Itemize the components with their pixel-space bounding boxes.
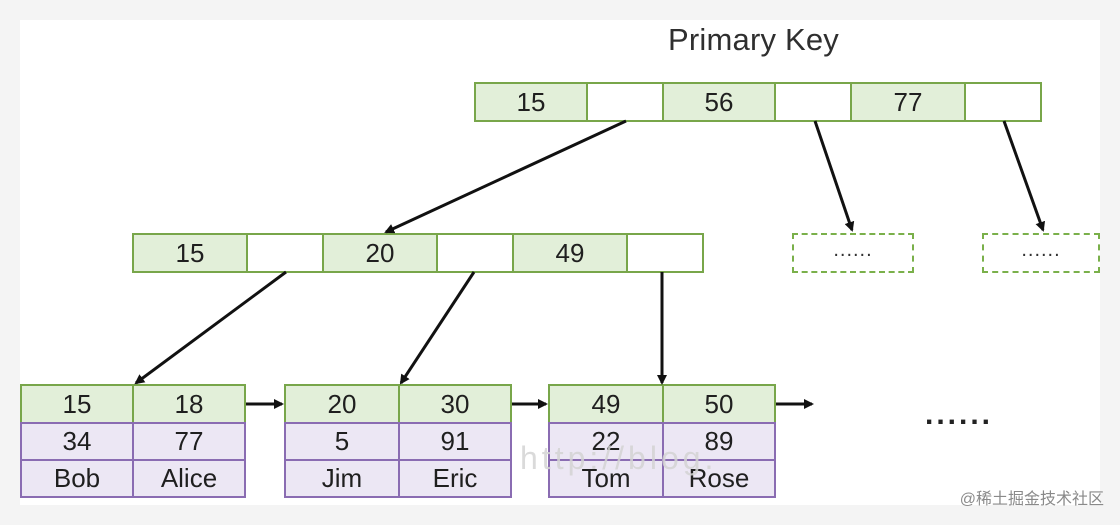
- placeholder-node-2: ......: [982, 233, 1100, 273]
- internal-key-3: 49: [512, 233, 628, 273]
- arrow-root-to-placeholder-2: [1002, 120, 1046, 232]
- root-pointer-2: [774, 82, 852, 122]
- root-pointer-1: [586, 82, 664, 122]
- root-pointer-3: [964, 82, 1042, 122]
- arrow-root-to-placeholder-1: [813, 120, 855, 232]
- arrow-internal-to-leaf-1: [134, 270, 287, 385]
- leaf2-key-1: 20: [284, 384, 400, 424]
- leaf3-key-1: 49: [548, 384, 664, 424]
- arrow-internal-to-leaf-2: [399, 271, 476, 385]
- root-key-3: 77: [850, 82, 966, 122]
- diagram-title: Primary Key: [668, 22, 840, 57]
- site-label: @稀土掘金技术社区: [959, 491, 1104, 508]
- internal-pointer-3: [626, 233, 704, 273]
- placeholder-node-1: ......: [792, 233, 914, 273]
- leaf1-name-1: Bob: [20, 459, 134, 498]
- leaf3-name-1: Tom: [548, 459, 664, 498]
- arrow-root-to-internal: [384, 119, 627, 234]
- internal-pointer-2: [436, 233, 514, 273]
- more-leaves-ellipsis: ......: [925, 398, 994, 431]
- leaf2-name-1: Jim: [284, 459, 400, 498]
- watermark-text: http://blog.: [520, 440, 718, 476]
- leaf2-name-2: Eric: [398, 459, 512, 498]
- leaf1-value-2: 77: [132, 422, 246, 461]
- leaf3-value-2: 89: [662, 422, 776, 461]
- leaf1-name-2: Alice: [132, 459, 246, 498]
- root-key-1: 15: [474, 82, 588, 122]
- leaf3-name-2: Rose: [662, 459, 776, 498]
- internal-key-1: 15: [132, 233, 248, 273]
- leaf3-value-1: 22: [548, 422, 664, 461]
- root-key-2: 56: [662, 82, 776, 122]
